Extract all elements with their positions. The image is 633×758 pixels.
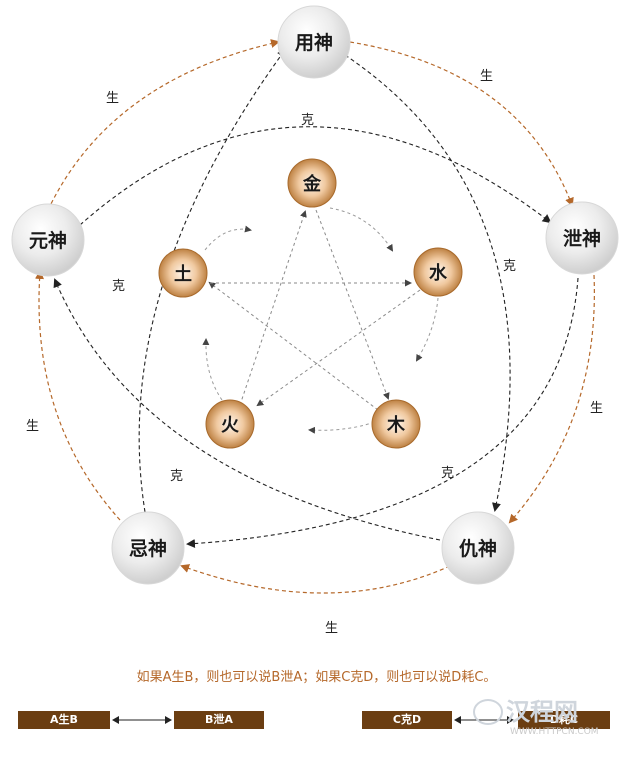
sheng-arrow-yuan-to-yong bbox=[47, 39, 280, 211]
sheng-arrow-yong-to-xie bbox=[349, 41, 574, 207]
label-sheng-3: 生 bbox=[590, 401, 603, 416]
explanation-note: 如果A生B，则也可以说B泄A；如果C克D，则也可以说D耗C。 bbox=[136, 670, 497, 685]
legend-a-sheng-b: A生B bbox=[18, 711, 110, 729]
watermark-logo: 汉程网 WWW.HTTPCN.COM bbox=[473, 698, 599, 737]
inner-cycle-huo-to-tu bbox=[202, 338, 223, 401]
label-sheng-1: 生 bbox=[106, 91, 119, 106]
star-huo-to-jin bbox=[239, 210, 307, 406]
element-mu: 木 bbox=[371, 399, 421, 449]
node-yuanshen-label: 元神 bbox=[29, 229, 67, 252]
label-sheng-4: 生 bbox=[325, 621, 338, 636]
legend-c-ke-d: C克D bbox=[362, 711, 452, 729]
element-shui-label: 水 bbox=[429, 262, 448, 284]
inner-cycle-jin-to-shui bbox=[329, 207, 394, 252]
legend-d-hao-c: D耗C bbox=[518, 711, 610, 729]
label-ke-3: 克 bbox=[441, 466, 454, 481]
star-shui-to-huo bbox=[256, 289, 421, 407]
double-arrow-icon bbox=[112, 716, 172, 724]
node-yuanshen: 元神 bbox=[11, 203, 85, 277]
node-xieshen: 泄神 bbox=[545, 201, 619, 275]
ke-arrow-yuan-to-xie bbox=[79, 126, 552, 226]
element-tu: 土 bbox=[158, 248, 208, 298]
sheng-arrow-xie-to-chou bbox=[508, 274, 595, 524]
node-xieshen-label: 泄神 bbox=[563, 227, 601, 250]
inner-cycle-tu-to-jin bbox=[204, 225, 252, 251]
node-yongshen-label: 用神 bbox=[295, 31, 333, 54]
node-yongshen: 用神 bbox=[277, 5, 351, 79]
element-huo: 火 bbox=[205, 399, 255, 449]
element-mu-label: 木 bbox=[386, 414, 406, 436]
label-sheng-5: 生 bbox=[26, 419, 39, 434]
element-huo-label: 火 bbox=[221, 415, 240, 436]
label-ke-5: 克 bbox=[112, 279, 125, 294]
label-ke-4: 克 bbox=[170, 469, 183, 484]
ke-arrow-xie-to-ji bbox=[186, 277, 579, 549]
sheng-arrow-chou-to-ji bbox=[180, 564, 451, 594]
node-choushen-label: 仇神 bbox=[459, 537, 497, 560]
star-jin-to-mu bbox=[315, 209, 390, 400]
watermark-text: 汉程网 bbox=[506, 698, 578, 726]
ke-arrow-ji-to-yong bbox=[138, 48, 287, 513]
label-sheng-2: 生 bbox=[480, 69, 493, 84]
ke-arrow-chou-to-yuan bbox=[53, 278, 441, 541]
node-jishen-label: 忌神 bbox=[129, 537, 167, 560]
element-tu-label: 土 bbox=[174, 264, 192, 285]
legend-b-xie-a: B泄A bbox=[174, 711, 264, 729]
ke-arrow-yong-to-chou bbox=[344, 54, 511, 512]
sheng-arrow-ji-to-yuan bbox=[35, 270, 121, 521]
star-mu-to-tu bbox=[208, 281, 379, 411]
element-shui: 水 bbox=[413, 247, 463, 297]
node-choushen: 仇神 bbox=[441, 511, 515, 585]
element-jin-label: 金 bbox=[302, 173, 322, 195]
watermark-url: WWW.HTTPCN.COM bbox=[510, 727, 599, 737]
double-arrow-icon bbox=[454, 716, 514, 724]
node-jishen: 忌神 bbox=[111, 511, 185, 585]
label-ke-2: 克 bbox=[503, 259, 516, 274]
inner-cycle-mu-to-huo bbox=[308, 419, 381, 434]
label-ke-1: 克 bbox=[301, 113, 314, 128]
element-jin: 金 bbox=[287, 158, 337, 208]
inner-cycle-shui-to-mu bbox=[415, 297, 439, 362]
